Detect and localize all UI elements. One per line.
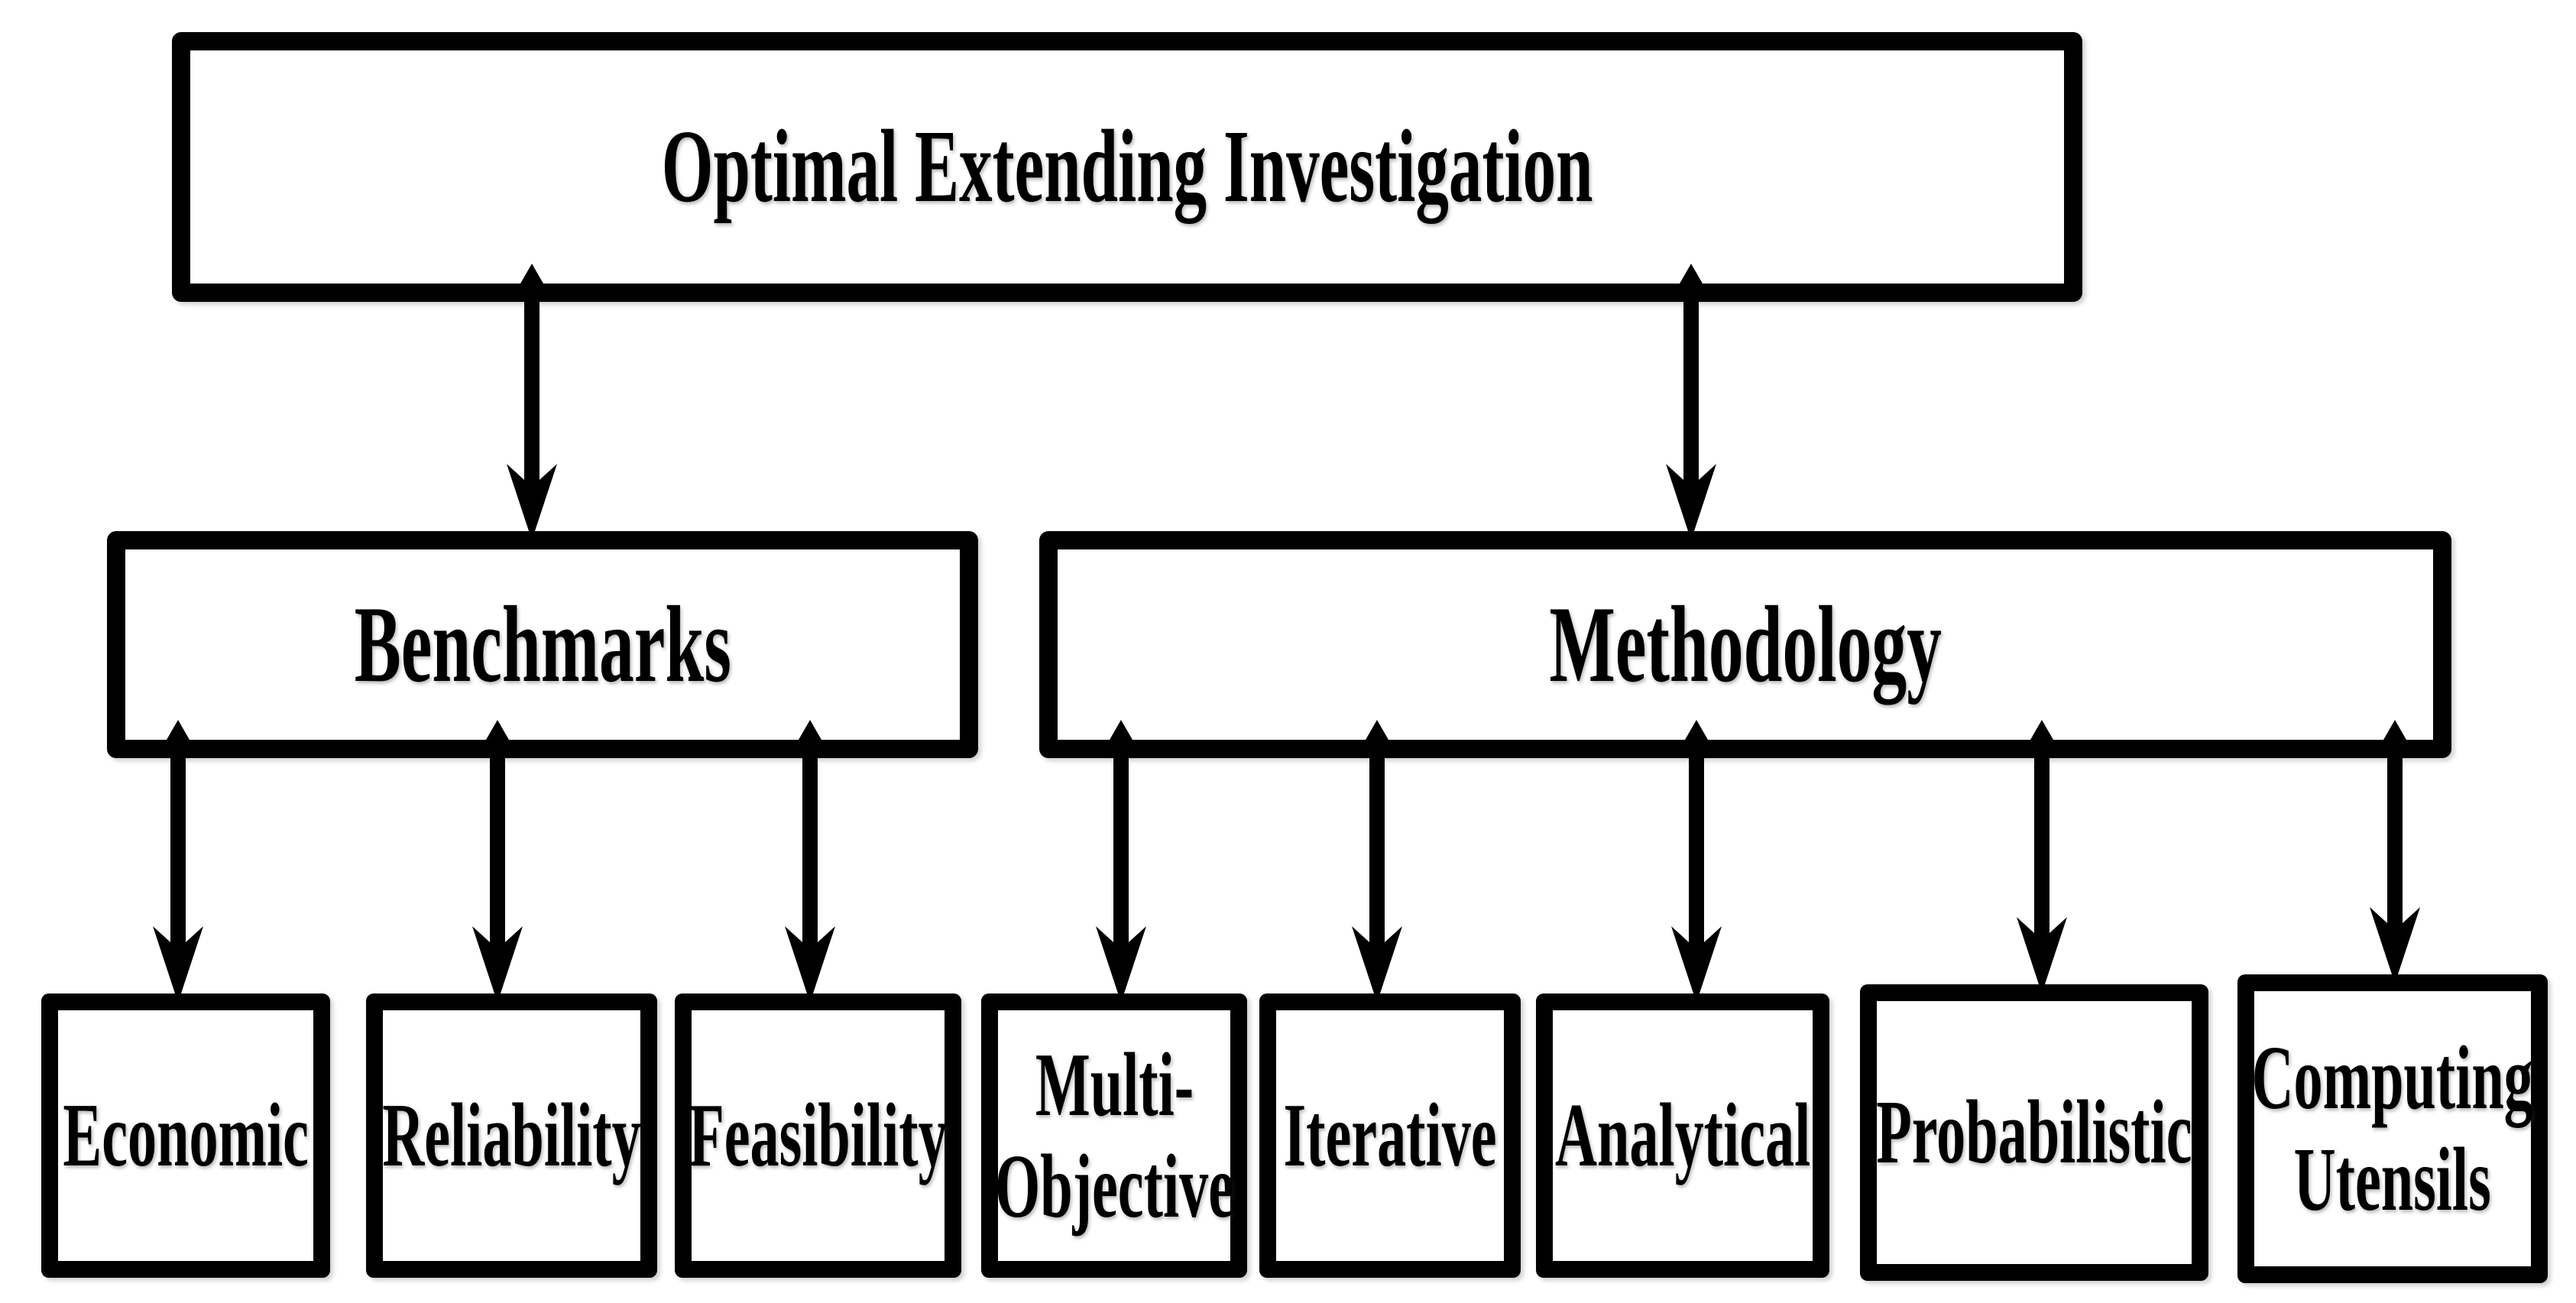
node-label: Feasibility <box>689 1084 948 1186</box>
connector-shaft <box>524 280 540 498</box>
node-label: Analytical <box>1554 1084 1811 1186</box>
connector-shaft <box>2387 737 2403 942</box>
connector-shaft <box>1369 737 1385 961</box>
node-computing-utensils: Computing Utensils <box>2237 974 2548 1283</box>
connector-shaft <box>1113 737 1129 961</box>
node-methodology: Methodology <box>1039 531 2451 758</box>
node-iterative: Iterative <box>1259 993 1521 1278</box>
node-label: Benchmarks <box>354 584 731 705</box>
node-label: Methodology <box>1549 584 1942 705</box>
connector-shaft <box>1683 280 1699 498</box>
node-label: Probabilistic <box>1876 1081 2192 1183</box>
node-analytical: Analytical <box>1536 993 1829 1278</box>
node-probabilistic: Probabilistic <box>1860 984 2208 1281</box>
connector-shaft <box>170 737 186 961</box>
node-label: Multi- Objective <box>994 1033 1234 1237</box>
connector-shaft <box>490 737 505 961</box>
node-label: Reliability <box>382 1084 641 1186</box>
connector-shaft <box>1689 737 1704 961</box>
node-multi-objective: Multi- Objective <box>981 993 1247 1278</box>
connector-shaft <box>802 737 818 961</box>
node-reliability: Reliability <box>366 993 657 1278</box>
node-label: Iterative <box>1283 1084 1497 1186</box>
node-economic: Economic <box>41 993 330 1278</box>
node-label: Economic <box>63 1084 309 1186</box>
node-label: Optimal Extending Investigation <box>661 109 1593 225</box>
connector-shaft <box>2034 737 2049 951</box>
node-feasibility: Feasibility <box>675 993 961 1278</box>
node-benchmarks: Benchmarks <box>107 531 978 758</box>
node-label: Computing Utensils <box>2251 1026 2534 1230</box>
node-root: Optimal Extending Investigation <box>172 32 2082 302</box>
